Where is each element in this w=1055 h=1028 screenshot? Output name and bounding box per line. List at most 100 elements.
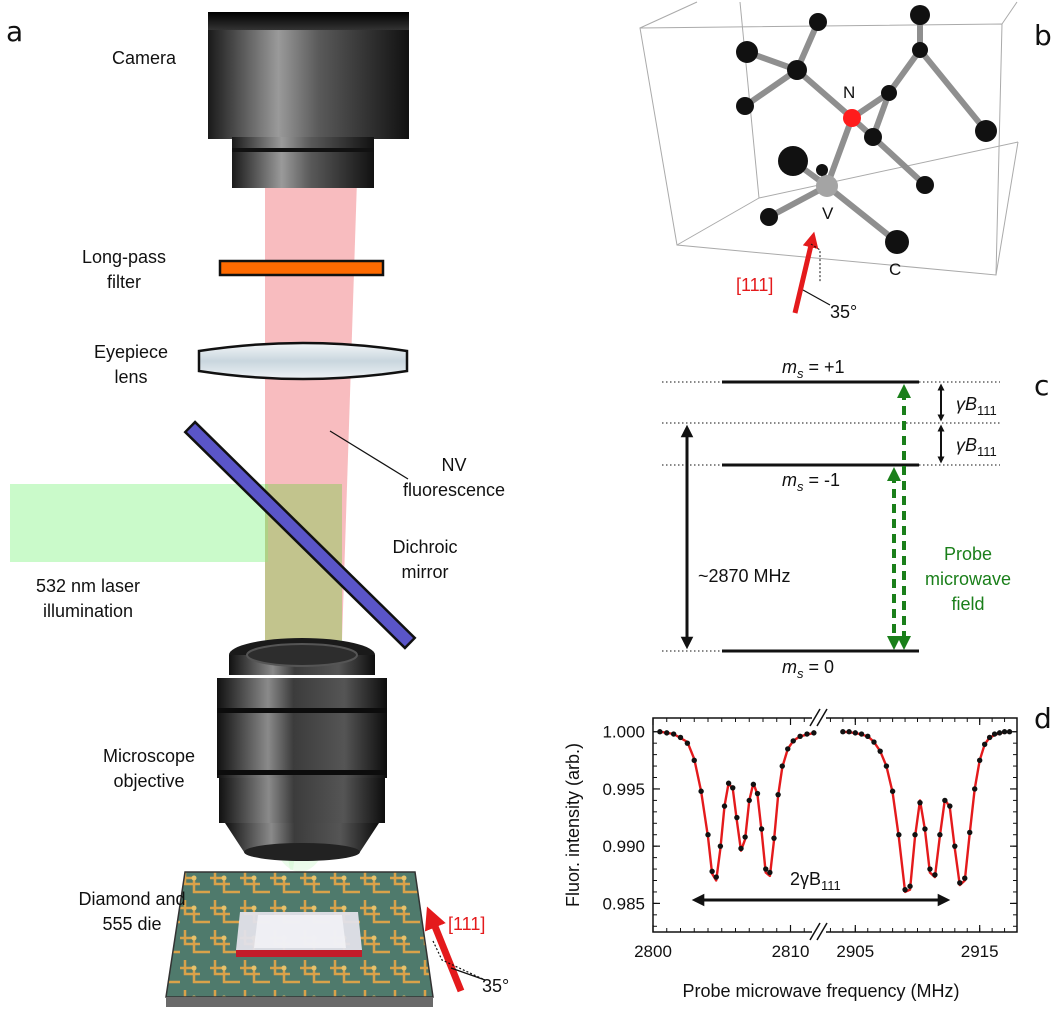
- x-tick-label: 2905: [836, 942, 874, 961]
- plot-data: [657, 729, 1013, 894]
- data-point: [785, 746, 791, 752]
- data-point: [670, 731, 677, 737]
- data-point: [767, 869, 773, 876]
- data-point: [775, 791, 781, 798]
- label-objective-2: objective: [113, 771, 184, 791]
- data-point: [937, 832, 943, 838]
- camera-body: [208, 12, 409, 139]
- data-point: [981, 741, 988, 748]
- label-axis-111-b: [111]: [736, 275, 773, 295]
- data-point: [721, 803, 728, 809]
- data-point: [896, 832, 902, 838]
- fit-line: [659, 730, 815, 882]
- y-tick-label: 0.990: [602, 837, 645, 856]
- microscope-objective: [217, 638, 387, 872]
- label-v: V: [822, 204, 834, 223]
- label-c: C: [889, 260, 901, 279]
- data-point: [947, 803, 953, 809]
- dichroic-mirror: [183, 420, 417, 650]
- label-split-lower: γB111: [956, 435, 997, 459]
- data-point: [846, 729, 852, 735]
- unit-cell: [639, 1, 1019, 276]
- label-objective-1: Microscope: [103, 746, 195, 766]
- data-point: [907, 883, 913, 889]
- data-point: [804, 731, 810, 737]
- label-filter-2: filter: [107, 272, 141, 292]
- data-point: [734, 814, 740, 821]
- label-zfs: ~2870 MHz: [698, 566, 791, 586]
- vacancy-site: [816, 175, 838, 197]
- data-point: [657, 729, 663, 735]
- data-point: [840, 729, 846, 735]
- label-2gammaB: 2γB111: [790, 869, 841, 893]
- data-point: [858, 731, 865, 737]
- setup-panel: Camera Long-pass filter Eyepiece lens NV…: [10, 12, 509, 1007]
- data-point: [705, 832, 711, 838]
- camera-mount: [232, 137, 374, 188]
- label-split-upper: γB111: [956, 394, 997, 418]
- data-point: [709, 868, 715, 875]
- label-dichroic-2: mirror: [402, 562, 449, 582]
- data-point: [754, 790, 761, 797]
- label-sample-2: 555 die: [102, 914, 161, 934]
- label-laser-1: 532 nm laser: [36, 576, 140, 596]
- label-probe-2: microwave: [925, 569, 1011, 589]
- data-point: [877, 748, 883, 754]
- data-point: [865, 733, 871, 740]
- data-point: [922, 826, 928, 832]
- label-camera: Camera: [112, 48, 177, 68]
- data-point: [967, 829, 973, 836]
- fit-line: [842, 730, 1010, 894]
- label-ms-minus1: ms = -1: [782, 470, 840, 494]
- data-point: [713, 874, 719, 880]
- x-axis-title: Probe microwave frequency (MHz): [682, 981, 959, 1001]
- data-point: [1001, 729, 1008, 735]
- label-n: N: [843, 83, 855, 102]
- label-fluor-2: fluorescence: [403, 480, 505, 500]
- label-angle-b: 35°: [830, 302, 857, 322]
- carbon-atoms: [736, 5, 997, 254]
- data-point: [912, 832, 918, 838]
- data-point: [771, 835, 777, 841]
- label-eyepiece-2: lens: [114, 367, 147, 387]
- data-point: [996, 730, 1003, 736]
- label-sample-1: Diamond and: [78, 889, 185, 909]
- label-axis-111-a: [111]: [448, 914, 485, 934]
- data-point: [763, 866, 769, 872]
- data-point: [917, 799, 923, 806]
- data-point: [746, 797, 752, 804]
- data-point: [742, 834, 748, 840]
- panel-label-b: b: [1034, 19, 1052, 52]
- crystal-panel: N V C [111] 35°: [639, 1, 1019, 322]
- data-point: [852, 730, 859, 736]
- y-tick-label: 0.995: [602, 780, 645, 799]
- label-ms-plus1: ms = +1: [782, 357, 845, 381]
- panel-label-a: a: [6, 15, 23, 48]
- axis-111-arrow: [424, 906, 465, 993]
- data-point: [684, 740, 691, 746]
- label-eyepiece-1: Eyepiece: [94, 342, 168, 362]
- data-point: [779, 763, 785, 769]
- data-point: [750, 781, 757, 788]
- label-probe-1: Probe: [944, 544, 992, 564]
- axis-111-arrow-b: [792, 231, 819, 314]
- y-tick-label: 1.000: [602, 723, 645, 742]
- y-tick-label: 0.985: [602, 894, 645, 913]
- data-point: [986, 734, 993, 741]
- panel-label-c: c: [1034, 369, 1049, 402]
- laser-beam: [10, 484, 268, 562]
- data-point: [1006, 729, 1013, 735]
- long-pass-filter: [218, 259, 385, 277]
- data-point: [957, 880, 963, 886]
- label-ms-zero: ms = 0: [782, 657, 834, 681]
- data-point: [952, 843, 958, 849]
- data-point: [811, 730, 817, 736]
- data-point: [927, 866, 933, 872]
- data-point: [976, 757, 983, 764]
- label-angle-a: 35°: [482, 976, 509, 996]
- data-point: [991, 731, 998, 737]
- data-point: [691, 757, 697, 764]
- eyepiece-lens: [197, 341, 409, 381]
- label-dichroic-1: Dichroic: [392, 537, 457, 557]
